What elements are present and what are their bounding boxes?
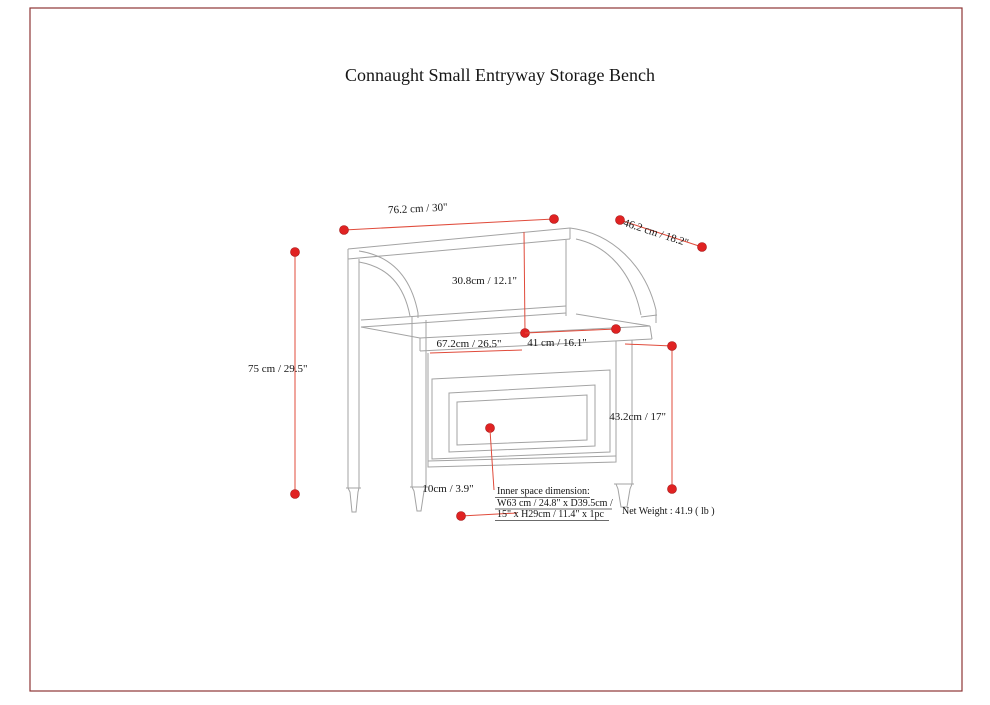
seat-front-bottom-edge [419,338,653,352]
dimension-label-seat-height: 43.2cm / 17" [609,411,666,423]
dimension-marker [611,324,621,334]
seat-left-side-edge [360,326,421,339]
seat-back-edge [360,312,567,328]
arm-inner-curve [358,261,411,317]
bench-drawing [346,227,658,513]
net-weight-label: Net Weight : 41.9 ( lb ) [622,506,715,517]
dimension-marker [549,214,559,224]
dimension-label-width: 76.2 cm / 30" [388,201,448,216]
page-title: Connaught Small Entryway Storage Bench [345,65,655,85]
dimension-label-leg-height: 10cm / 3.9" [422,483,473,495]
dimension-connector-seat-height [624,343,673,347]
dimension-label-seat-width: 67.2cm / 26.5" [437,338,502,350]
dimension-annotations: 76.2 cm / 30" 46.2 cm / 18.2" 75 cm / 29… [248,201,707,521]
dimension-marker [615,215,625,225]
tapered-foot [411,486,427,512]
arm-inner-curve [575,238,642,316]
dimension-label-depth: 46.2 cm / 18.2" [622,217,690,249]
dimension-line-depth [619,219,703,248]
drawer-mid-frame [448,384,596,453]
dimension-line-width [343,218,555,231]
bench-front-right-leg [614,340,634,508]
spec-block: Inner space dimension: W63 cm / 24.8" x … [495,486,715,521]
back-rail-top-edge [347,227,571,250]
tapered-foot [347,487,360,513]
dimension-label-backrest-height: 30.8cm / 12.1" [452,275,517,287]
arm-front-face [640,314,658,318]
dimension-marker [456,511,466,521]
inner-space-heading: Inner space dimension: [497,486,590,497]
bench-back-left-leg [346,249,361,513]
seat-right-side-edge [575,313,651,327]
dimension-line-seat-width [429,349,523,354]
seat-right-cap [649,325,653,340]
drawer-inner-panel [456,394,588,446]
page-border [29,7,963,692]
tapered-foot [615,483,633,508]
seat-back-edge [360,305,567,321]
back-rail-bottom-edge [347,238,571,260]
dimension-marker [290,489,300,499]
dimension-marker [667,484,677,494]
dimension-label-seat-depth: 41 cm / 16.1" [527,337,587,349]
inner-space-line1: W63 cm / 24.8" x D39.5cm / [497,498,613,509]
dimension-marker [339,225,349,235]
dimension-line-backrest-height [523,231,526,334]
dimension-line-leg-height [460,512,518,517]
arm-outer-curve [358,250,419,318]
dimension-line-seat-depth [524,328,617,334]
dimension-marker [290,247,300,257]
arm-outer-curve [569,227,657,323]
cabinet-bottom-molding [427,456,617,468]
leader-line-inner-space [489,429,495,491]
cabinet-bottom-edge [427,455,617,462]
dimension-marker [697,242,707,252]
bench-left-arm [358,250,419,318]
dimension-label-height: 75 cm / 29.5" [248,363,308,375]
bench-front-left-leg [410,317,428,512]
bench-storage-drawer [427,341,617,468]
bench-back-rail [347,227,571,260]
inner-space-line2: 15" x H29cm / 11.4" x 1pc [497,509,605,520]
dimension-marker [667,341,677,351]
bench-right-arm [565,227,658,323]
bench-seat [360,305,653,352]
drawer-outer-frame [431,369,611,460]
